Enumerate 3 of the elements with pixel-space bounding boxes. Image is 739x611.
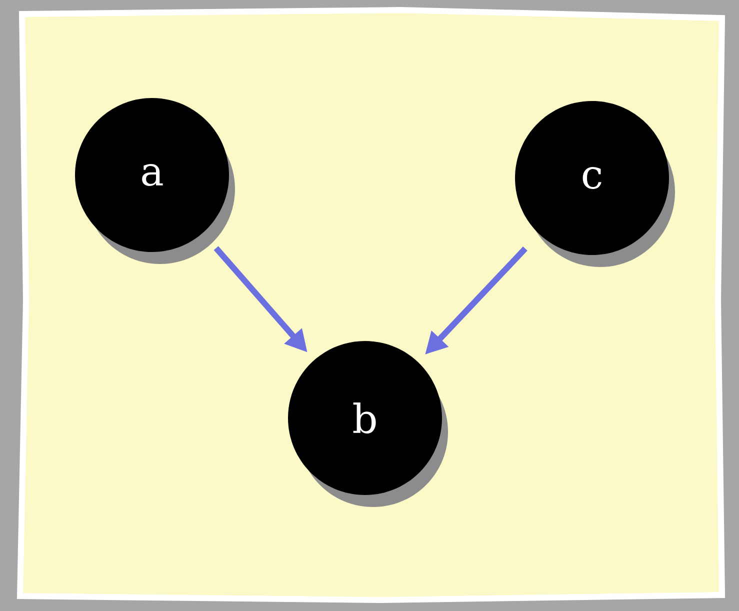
circle-node: b bbox=[288, 341, 448, 507]
circle-node: c bbox=[515, 101, 675, 267]
circle-node: a bbox=[75, 98, 235, 264]
